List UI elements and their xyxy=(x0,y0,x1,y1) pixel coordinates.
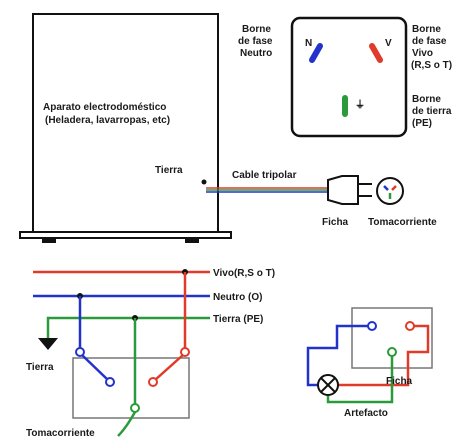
live-diag xyxy=(154,354,184,381)
plug-label: Ficha xyxy=(322,217,349,228)
plug-body xyxy=(327,175,359,205)
cable-label: Cable tripolar xyxy=(232,170,297,181)
appliance-base xyxy=(19,231,232,239)
appliance-title: Aparato electrodoméstico xyxy=(43,102,166,113)
earth-terminal-inner xyxy=(130,403,140,413)
bus-wiring: Vivo(R,S o T) Neutro (O) Tierra (PE) Tie… xyxy=(26,268,275,439)
socket-face-plate xyxy=(290,16,408,138)
circuit-device-label: Artefacto xyxy=(344,408,388,419)
appliance-body xyxy=(32,13,219,233)
tripolar-cable: Cable tripolar xyxy=(206,170,330,193)
appliance-subtitle: (Heladera, lavarropas, etc) xyxy=(45,115,170,126)
outlet-icon: Tomacorriente xyxy=(368,177,437,228)
circuit-neutral-terminal xyxy=(367,321,377,331)
live-terminal-label-2: de fase xyxy=(412,36,447,47)
live-terminal-label-3: Vivo xyxy=(412,48,433,59)
neutral-terminal-label-3: Neutro xyxy=(240,48,272,59)
bus-neutral-label: Neutro (O) xyxy=(213,292,262,303)
earth-tail xyxy=(117,411,137,437)
socket-neutral-slot xyxy=(309,43,323,63)
appliance-earth-terminal xyxy=(201,179,207,185)
circuit-live-terminal xyxy=(405,321,415,331)
neutral-diag xyxy=(81,354,109,381)
appliance-earth-label: Tierra xyxy=(155,165,183,176)
socket-v-letter: V xyxy=(385,38,392,49)
earth-terminal-label-2: de tierra xyxy=(412,106,452,117)
socket-label: Tomacorriente xyxy=(368,217,437,228)
lamp-icon xyxy=(317,374,339,396)
ground-symbol-icon xyxy=(38,338,58,350)
socket-face: N V ⏚ xyxy=(290,16,408,138)
bus-earth-label: Tierra (PE) xyxy=(213,314,263,325)
appliance-foot-right xyxy=(185,238,199,243)
circuit-plug-label: Ficha xyxy=(386,376,413,387)
socket-live-slot xyxy=(369,43,383,63)
earth-terminal-label-3: (PE) xyxy=(412,118,432,129)
appliance-foot-left xyxy=(42,238,56,243)
earth-terminal-label-1: Borne xyxy=(412,94,441,105)
live-terminal-inner xyxy=(148,377,158,387)
neutral-terminal-top xyxy=(75,347,85,357)
outlet-icon-live-slot xyxy=(391,185,397,191)
neutral-terminal-label-1: Borne xyxy=(242,24,271,35)
circuit-neutral-wire xyxy=(306,324,368,387)
neutral-terminal-inner xyxy=(105,377,115,387)
outlet-icon-neutral-slot xyxy=(383,185,389,191)
live-terminal-label-1: Borne xyxy=(412,24,441,35)
appliance-circuit: Ficha Artefacto xyxy=(306,307,433,419)
circuit-earth-wire xyxy=(326,356,394,404)
bus-outlet-label: Tomacorriente xyxy=(26,428,95,439)
live-terminal-label-4: (R,S o T) xyxy=(411,60,452,71)
circuit-earth-terminal xyxy=(387,347,397,357)
earth-symbol-icon: ⏚ xyxy=(355,99,365,111)
circuit-live-wire xyxy=(338,324,430,387)
neutral-terminal-label-2: de fase xyxy=(238,36,273,47)
appliance: Aparato electrodoméstico (Heladera, lava… xyxy=(19,13,232,243)
bus-earth-line xyxy=(46,316,210,338)
plug: Ficha xyxy=(322,175,372,228)
bus-live-label: Vivo(R,S o T) xyxy=(213,268,275,279)
socket-n-letter: N xyxy=(305,38,312,49)
outlet-icon-ring xyxy=(376,177,404,205)
live-terminal-top xyxy=(180,347,190,357)
bus-ground-label: Tierra xyxy=(26,362,54,373)
